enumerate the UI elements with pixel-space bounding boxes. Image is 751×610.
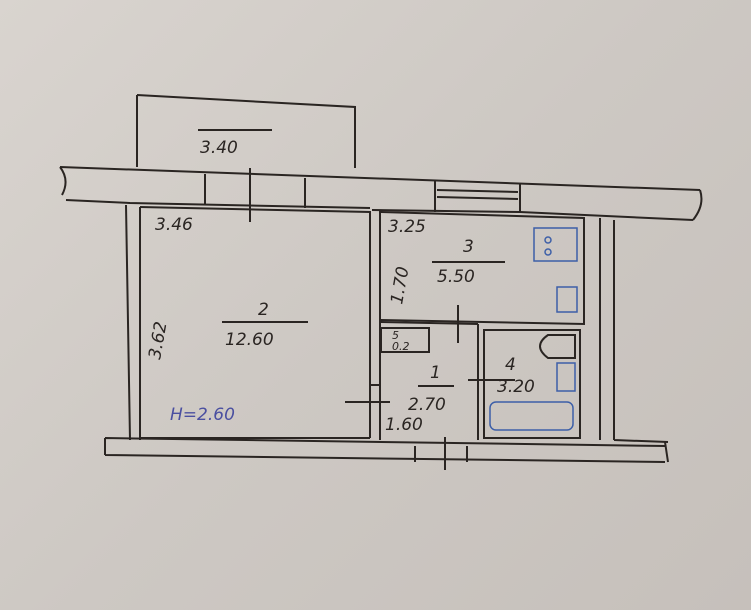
bathtub-icon (489, 401, 574, 431)
balcony: 3.40 (136, 94, 356, 168)
sink-icon (556, 286, 578, 313)
ceiling-height: H=2.60 (170, 405, 235, 425)
room-2-number: 2 (258, 300, 269, 320)
room-2-length: 3.62 (145, 320, 171, 361)
room-1-hall: 1 2.70 1.60 (379, 320, 479, 440)
room-1-width: 1.60 (385, 415, 423, 435)
room-5-closet: 5 0.2 (380, 327, 430, 353)
room-3-number: 3 (463, 237, 474, 257)
room-2: 2 12.60 3.46 3.62 H=2.60 (139, 206, 390, 439)
outer-walls (59, 166, 703, 470)
room-3-area: 5.50 (437, 267, 475, 287)
room-4-bathroom: 4 3.20 (468, 329, 581, 439)
balcony-dimension: 3.40 (200, 138, 238, 158)
room-3-width: 3.25 (388, 217, 426, 237)
room-2-width: 3.46 (155, 215, 193, 235)
room-5-area: 0.2 (392, 340, 410, 353)
room-4-number: 4 (505, 355, 516, 375)
stove-icon (533, 227, 578, 262)
room-1-area: 2.70 (408, 395, 446, 415)
room-5-number: 5 (392, 329, 399, 342)
toilet-icon (539, 334, 576, 359)
sink-icon (556, 362, 576, 392)
room-4-area: 3.20 (497, 377, 535, 397)
room-1-number: 1 (430, 363, 441, 383)
room-2-area: 12.60 (225, 330, 274, 350)
room-3-length: 1.70 (387, 265, 413, 306)
